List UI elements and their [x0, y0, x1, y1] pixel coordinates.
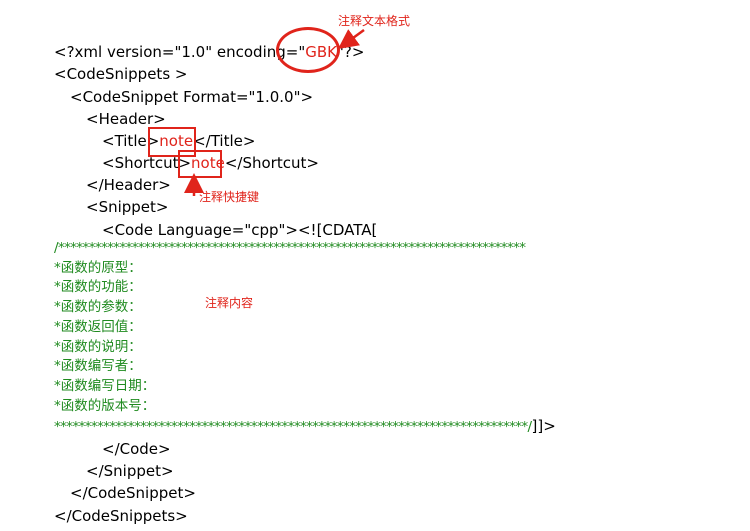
code-snippets-open-tag: <CodeSnippets > — [54, 65, 188, 83]
comment-bottom-line: ****************************************… — [54, 416, 556, 437]
code-open-tag: <Code Language="cpp"><![CDATA[ — [102, 221, 378, 239]
title-open-tag: <Title> — [102, 132, 160, 150]
comment-line-author: *函数编写者： — [54, 358, 142, 374]
shortcut-line: <Shortcut>note</Shortcut> — [102, 153, 319, 173]
comment-line-params: *函数的参数： — [54, 299, 142, 315]
encoding-arrow — [337, 28, 365, 49]
code-snippet-open-tag: <CodeSnippet Format="1.0.0"> — [70, 88, 314, 106]
comment-line-version: *函数的版本号： — [54, 398, 156, 414]
shortcut-value: note — [191, 154, 225, 172]
comment-bottom-border: ****************************************… — [54, 419, 532, 435]
snippet-close-tag: </Snippet> — [86, 462, 174, 480]
header-open-tag: <Header> — [86, 110, 166, 128]
comment-line-date: *函数编写日期： — [54, 378, 156, 394]
comment-line-function: *函数的功能： — [54, 279, 142, 295]
header-close-tag: </Header> — [86, 176, 171, 194]
code-close-tag: </Code> — [102, 440, 171, 458]
comment-line-prototype: *函数的原型： — [54, 260, 142, 276]
encoding-highlight-ellipse — [276, 27, 340, 73]
comment-line-return: *函数返回值： — [54, 319, 142, 335]
title-close-tag: </Title> — [193, 132, 256, 150]
title-line: <Title>note</Title> — [102, 131, 255, 151]
snippet-open-tag: <Snippet> — [86, 198, 169, 216]
cdata-close: ]]> — [531, 417, 556, 435]
shortcut-close-tag: </Shortcut> — [224, 154, 319, 172]
title-value: note — [159, 132, 194, 150]
comment-top-border: /***************************************… — [54, 240, 526, 256]
comment-line-description: *函数的说明： — [54, 339, 142, 355]
shortcut-annotation-label: 注释快捷键 — [199, 190, 260, 204]
title-highlight-box — [148, 127, 196, 157]
code-snippet-close-tag: </CodeSnippet> — [70, 484, 196, 502]
encoding-annotation-label: 注释文本格式 — [338, 14, 411, 28]
code-snippets-close-tag: </CodeSnippets> — [54, 507, 188, 525]
content-annotation-label: 注释内容 — [205, 296, 254, 310]
shortcut-open-tag: <Shortcut> — [102, 154, 192, 172]
